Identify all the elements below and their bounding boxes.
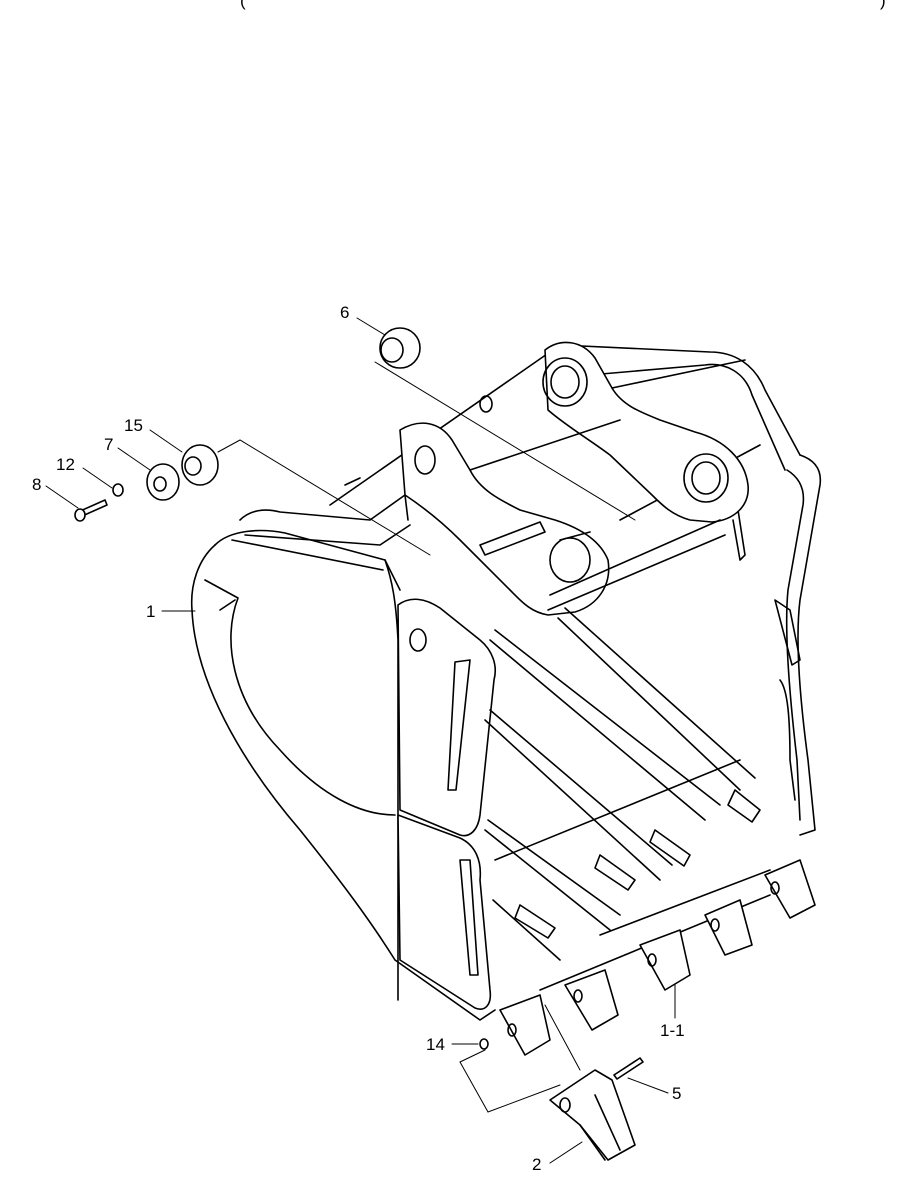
pin-5 (613, 1057, 644, 1080)
guide-14 (459, 1061, 561, 1113)
callout-15: 15 (124, 416, 143, 435)
callout-8: 8 (32, 475, 41, 494)
callout-1: 1 (146, 602, 155, 621)
shim-15 (181, 444, 219, 486)
callout-1-1: 1-1 (660, 1021, 685, 1040)
tooth-point-2 (549, 1069, 636, 1161)
tooth-2 (564, 969, 619, 1031)
bucket-body (190, 341, 822, 1021)
leader-lines (45, 317, 676, 1164)
tooth-5 (764, 859, 816, 919)
callout-6: 6 (340, 303, 349, 322)
leader-6-axis (374, 361, 636, 521)
callout-12: 12 (56, 455, 75, 474)
tooth-4 (704, 899, 753, 956)
header-paren-right: ) (880, 0, 886, 10)
bushing-6 (379, 327, 421, 369)
callout-7: 7 (104, 435, 113, 454)
header-paren-left: ( (240, 0, 246, 10)
bolt-8 (74, 499, 108, 522)
plate-7 (146, 463, 180, 501)
callout-5: 5 (672, 1084, 681, 1103)
tooth-1 (499, 994, 551, 1056)
bucket-teeth (499, 859, 816, 1056)
guide-2 (544, 1004, 581, 1071)
washer-12 (112, 483, 124, 497)
callout-14: 14 (426, 1035, 445, 1054)
leader-15-axis (217, 439, 431, 556)
guide-14b (459, 1049, 486, 1063)
callout-2: 2 (532, 1155, 541, 1174)
tooth-3 (639, 929, 691, 991)
pin-14 (479, 1038, 489, 1050)
